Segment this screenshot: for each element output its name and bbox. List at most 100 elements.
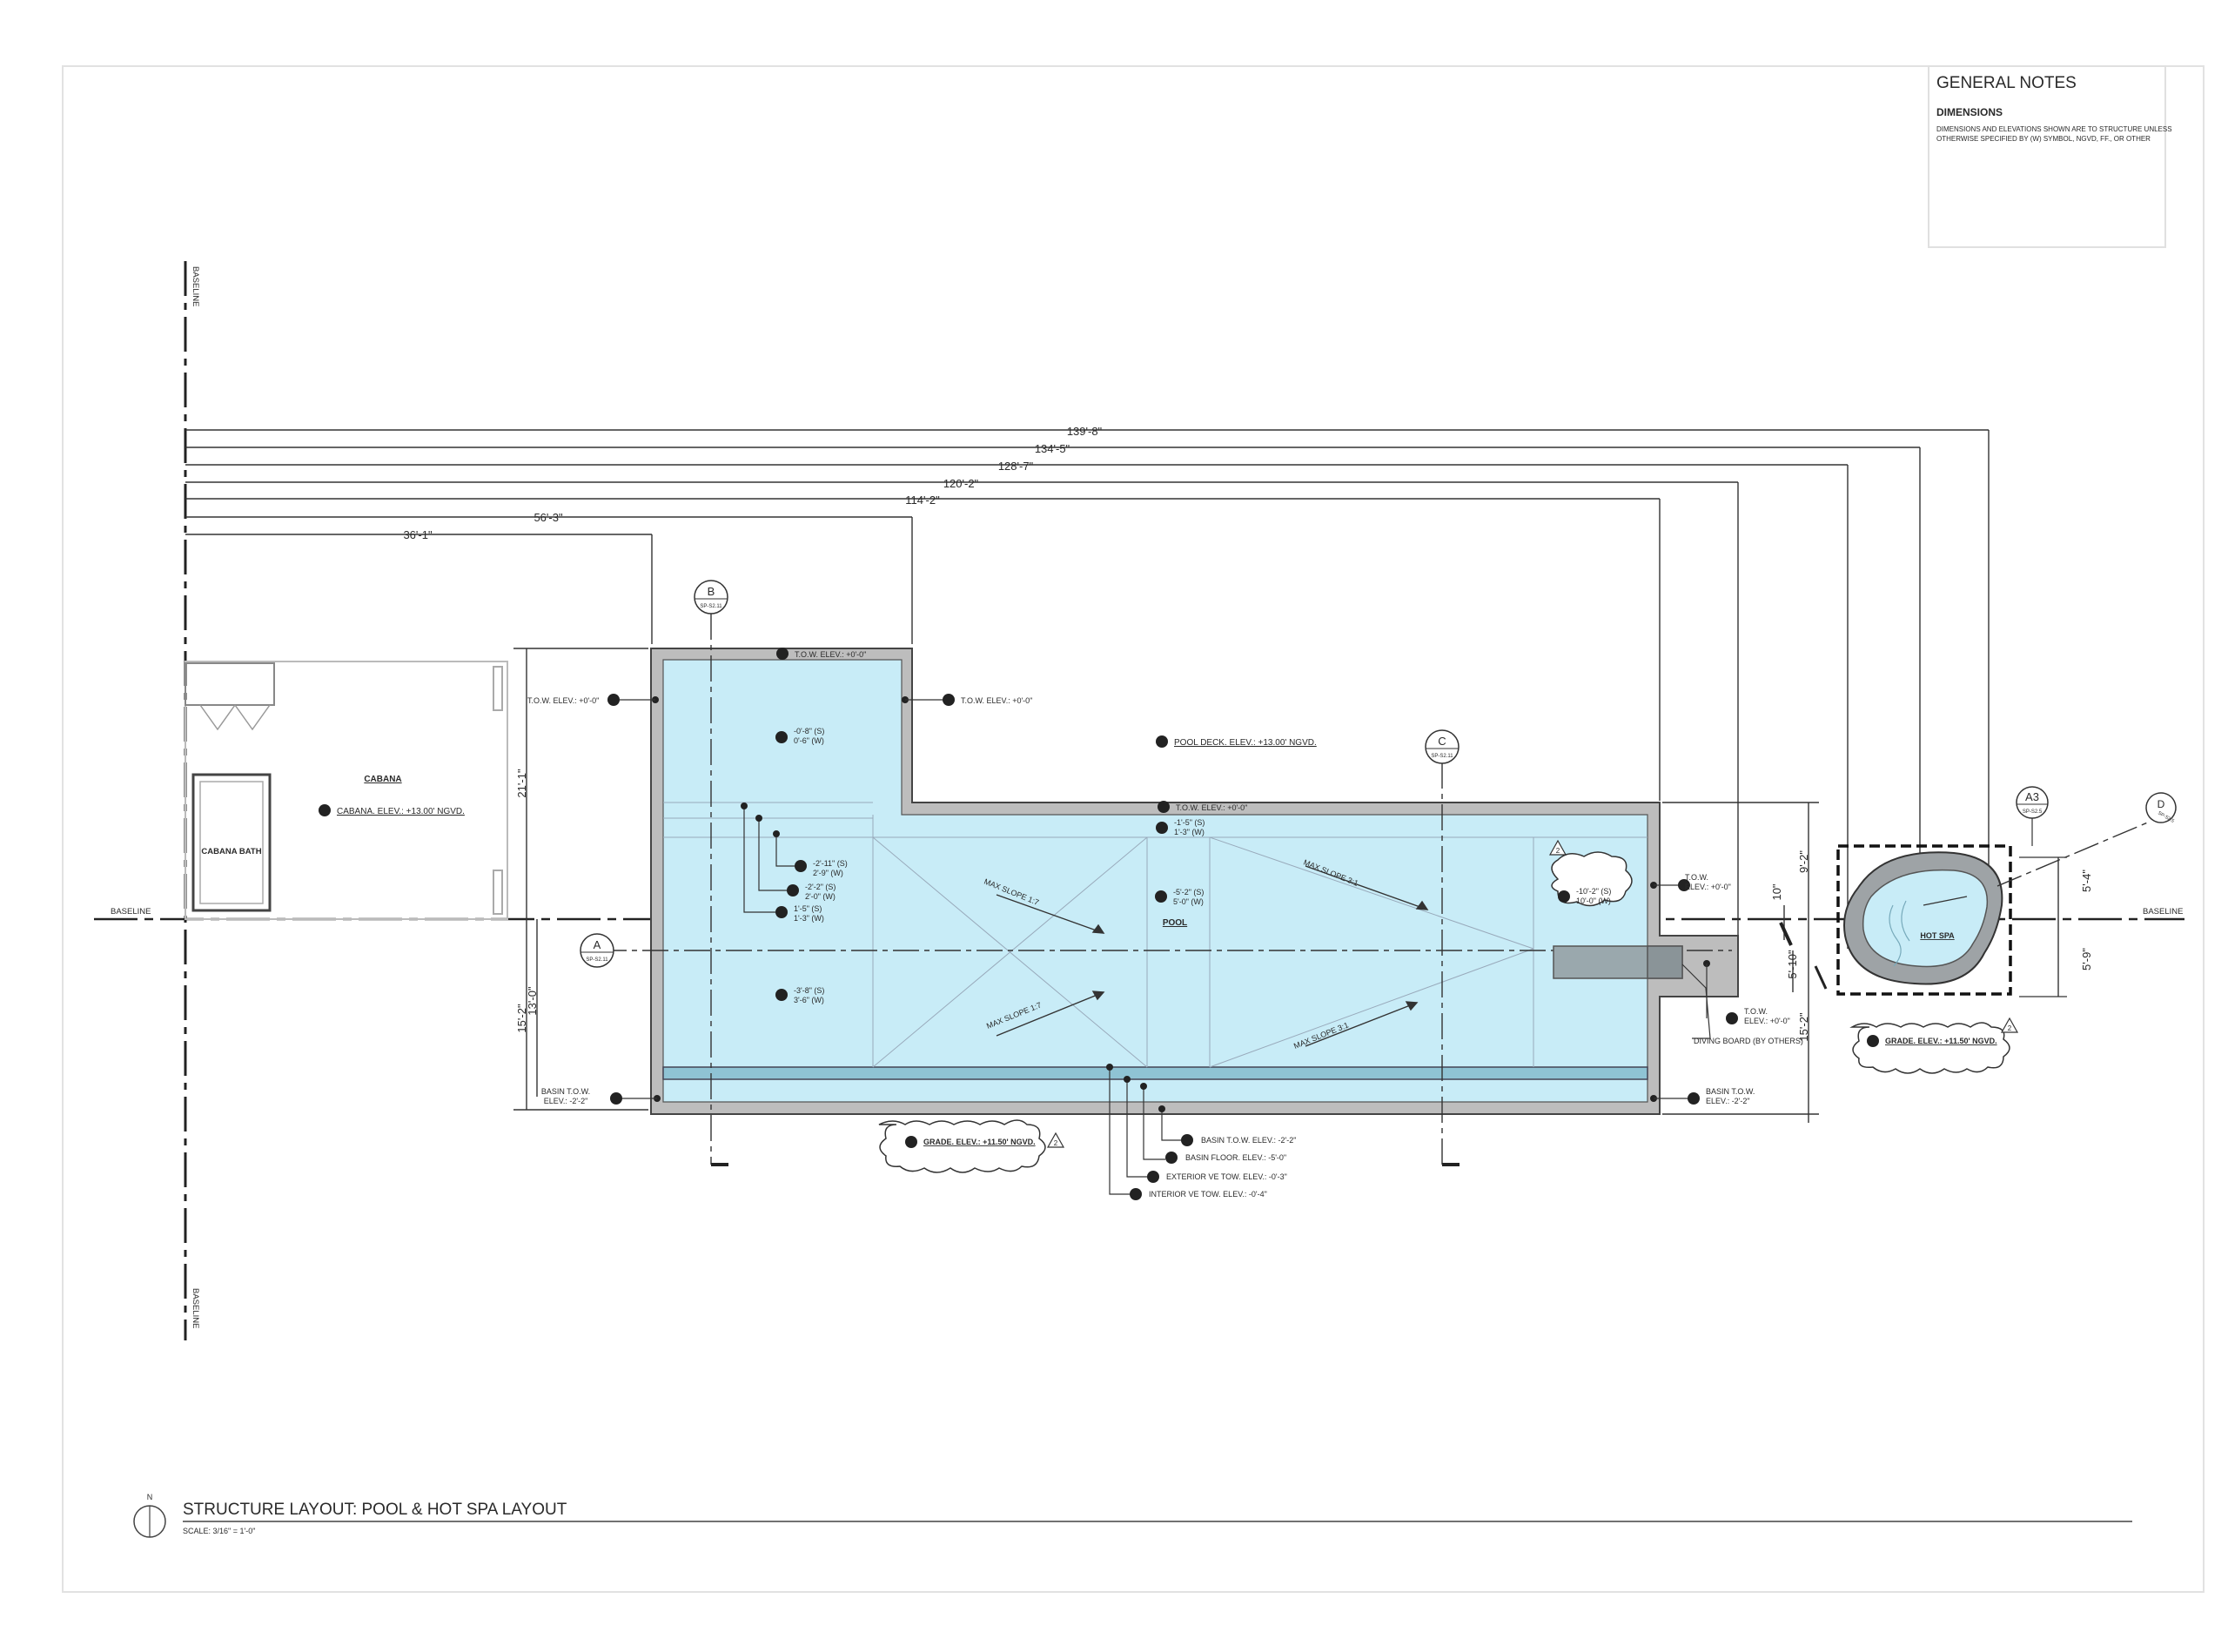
pool-interior-lines <box>663 802 1648 1068</box>
depth-h2: 10'-0" (W) <box>1576 897 1611 905</box>
drawing-title: STRUCTURE LAYOUT: POOL & HOT SPA LAYOUT <box>183 1501 567 1519</box>
dim-139-8: 139'-8" <box>1067 425 1103 438</box>
pool-deck-elev: POOL DECK. ELEV.: +13.00' NGVD. <box>1174 738 1317 748</box>
grade-cloud-spa: GRADE. ELEV.: +11.50' NGVD. 2 <box>1849 1017 2019 1074</box>
title-block: N STRUCTURE LAYOUT: POOL & HOT SPA LAYOU… <box>133 1493 2132 1538</box>
general-notes-line2: OTHERWISE SPECIFIED BY (W) SYMBOL, NGVD,… <box>1936 135 2151 143</box>
section-c-ref: SP-S2.11 <box>1431 754 1453 759</box>
drawing-scale: SCALE: 3/16" = 1'-0" <box>183 1527 255 1535</box>
basin-left-label-1: BASIN T.O.W. <box>541 1087 590 1096</box>
section-a-ref: SP-S2.11 <box>586 957 608 963</box>
left-vertical-dims <box>513 648 648 1111</box>
dim-5-10: 5'-10" <box>1786 950 1799 979</box>
depth-d2: 1'-3" (W) <box>794 914 824 923</box>
baseline-label-bottom: BASELINE <box>191 1288 200 1328</box>
pool-label: POOL <box>1163 918 1187 928</box>
section-a-label: A <box>594 938 601 951</box>
baseline-label-top: BASELINE <box>191 266 200 306</box>
basin-right-label-2: ELEV.: -2'-2" <box>1706 1097 1750 1105</box>
tow-step-label: T.O.W. ELEV.: +0'-0" <box>961 696 1032 705</box>
tow-mid-label: T.O.W. ELEV.: +0'-0" <box>1176 803 1247 812</box>
dim-134-5: 134'-5" <box>1035 442 1070 455</box>
depth-b2: 2'-9" (W) <box>813 869 843 877</box>
dim-120-2: 120'-2" <box>943 477 979 490</box>
vertical-baseline: BASELINE BASELINE <box>184 261 200 1340</box>
cabana-elev: CABANA. ELEV.: +13.00' NGVD. <box>337 807 465 816</box>
depth-g2: 5'-0" (W) <box>1173 897 1204 906</box>
depth-d1: 1'-5" (S) <box>794 904 822 913</box>
revision-mark-pool: 2 <box>1556 847 1560 855</box>
depth-c2: 2'-0" (W) <box>805 892 836 901</box>
section-d-label: D <box>2158 798 2165 810</box>
hot-spa: HOT SPA <box>1836 821 2151 997</box>
overall-dimensions <box>185 429 1990 957</box>
dim-15-2-right: 15'-2" <box>1797 1012 1810 1042</box>
tow-right-label-1: T.O.W. <box>1685 873 1708 882</box>
dim-56-3: 56'-3" <box>534 511 563 524</box>
cabana: CABANA CABANA. ELEV.: +13.00' NGVD. CABA… <box>185 661 508 920</box>
cabana-bath-label: CABANA BATH <box>201 847 261 856</box>
depth-e2: 3'-6" (W) <box>794 996 824 1004</box>
depth-f2: 1'-3" (W) <box>1174 828 1205 836</box>
exterior-ve-leader: EXTERIOR VE TOW. ELEV.: -0'-3" <box>1166 1172 1287 1181</box>
section-marker-c: C SP-S2.11 <box>1425 729 1460 1166</box>
revision-mark-spa: 2 <box>2008 1024 2012 1032</box>
section-b-label: B <box>708 585 715 598</box>
depth-f1: -1'-5" (S) <box>1174 818 1205 827</box>
section-c-label: C <box>1438 735 1446 748</box>
tow-lower-label-2: ELEV.: +0'-0" <box>1744 1017 1790 1025</box>
sheet-border <box>62 65 2205 1593</box>
tow-lower-label-1: T.O.W. <box>1744 1007 1768 1016</box>
dim-13-0: 13'-0" <box>526 986 539 1016</box>
depth-spots: -0'-8" (S) 0'-6" (W) -2'-11" (S) 2'-9" (… <box>741 727 1633 1004</box>
hot-spa-label: HOT SPA <box>1920 931 1955 940</box>
dim-21-1: 21'-1" <box>515 769 528 798</box>
baseline-label-right: BASELINE <box>2143 907 2183 917</box>
general-notes: GENERAL NOTES DIMENSIONS DIMENSIONS AND … <box>1928 65 2172 248</box>
tow-left-label: T.O.W. ELEV.: +0'-0" <box>527 696 599 705</box>
dim-9-2: 9'-2" <box>1797 850 1810 873</box>
section-b-ref: SP-S2.11 <box>700 604 722 609</box>
dim-114-2: 114'-2" <box>905 494 940 507</box>
pool-water <box>662 659 1648 1103</box>
section-marker-b: B SP-S2.11 <box>694 580 728 1166</box>
dim-36-1: 36'-1" <box>403 528 433 541</box>
depth-c1: -2'-2" (S) <box>805 883 836 891</box>
basin-floor-leader: BASIN FLOOR. ELEV.: -5'-0" <box>1185 1153 1286 1162</box>
dim-5-4: 5'-4" <box>2080 870 2093 892</box>
depth-a1: -0'-8" (S) <box>794 727 824 735</box>
grade-pool-label: GRADE. ELEV.: +11.50' NGVD. <box>923 1138 1036 1146</box>
depth-a2: 0'-6" (W) <box>794 736 824 745</box>
basin-right-label-1: BASIN T.O.W. <box>1706 1087 1755 1096</box>
north-arrow-label: N <box>147 1493 153 1501</box>
grade-cloud-pool: GRADE. ELEV.: +11.50' NGVD. 2 <box>878 1119 1065 1173</box>
cabana-label: CABANA <box>364 775 401 784</box>
section-a3-label: A3 <box>2025 790 2039 803</box>
section-marker-a3: A3 SP-S2.5 <box>2016 786 2049 846</box>
revision-mark-grade: 2 <box>1054 1139 1058 1147</box>
tow-right-label-2: ELEV.: +0'-0" <box>1685 883 1731 891</box>
tow-top-label: T.O.W. ELEV.: +0'-0" <box>795 650 866 659</box>
basin-left-label-2: ELEV.: -2'-2" <box>544 1097 588 1105</box>
section-a3-ref: SP-S2.5 <box>2023 809 2043 815</box>
depth-g1: -5'-2" (S) <box>1173 888 1204 897</box>
dim-10-in: 10" <box>1770 883 1783 900</box>
basin-tow-leader: BASIN T.O.W. ELEV.: -2'-2" <box>1201 1136 1296 1145</box>
general-notes-subtitle: DIMENSIONS <box>1936 106 2003 118</box>
grade-spa-label: GRADE. ELEV.: +11.50' NGVD. <box>1885 1037 1997 1045</box>
dim-5-9: 5'-9" <box>2080 948 2093 970</box>
depth-b1: -2'-11" (S) <box>813 859 848 868</box>
dim-15-2-left: 15'-2" <box>515 1004 528 1033</box>
diving-board-label: DIVING BOARD (BY OTHERS) <box>1694 1037 1803 1045</box>
general-notes-title: GENERAL NOTES <box>1936 74 2077 92</box>
section-marker-d: D SP-S2.5 <box>2145 792 2177 824</box>
interior-ve-leader: INTERIOR VE TOW. ELEV.: -0'-4" <box>1149 1190 1267 1199</box>
depth-h1: -10'-2" (S) <box>1576 887 1611 896</box>
basin-leaders <box>1109 1067 1181 1195</box>
depth-e1: -3'-8" (S) <box>794 986 824 995</box>
dim-128-7: 128'-7" <box>998 460 1034 473</box>
general-notes-line1: DIMENSIONS AND ELEVATIONS SHOWN ARE TO S… <box>1936 125 2172 133</box>
section-marker-a: A SP-S2.11 <box>580 933 614 968</box>
